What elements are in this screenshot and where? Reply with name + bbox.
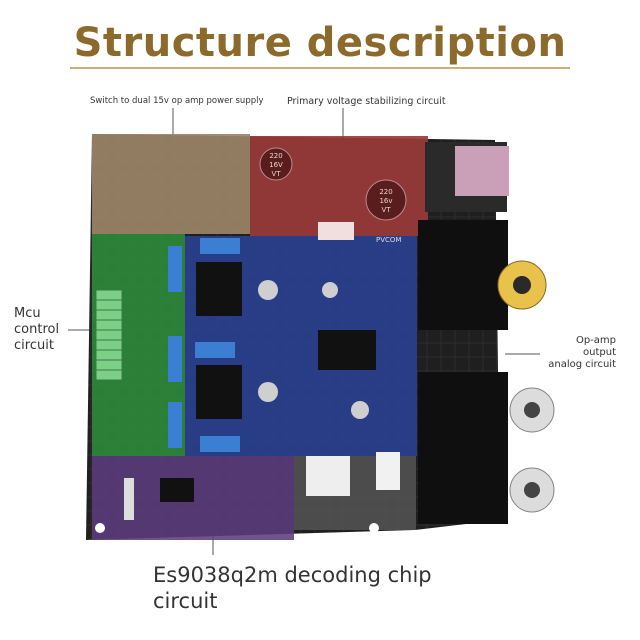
cap1-label: 220 <box>269 152 282 160</box>
svg-text:16v: 16v <box>379 197 392 205</box>
power-connector <box>318 222 354 240</box>
transformer-module <box>306 456 350 496</box>
coaxial-jack-housing <box>418 220 508 330</box>
mcu-header-connector <box>95 289 123 381</box>
optical-jack <box>455 146 509 196</box>
pin-header <box>124 478 134 520</box>
rca-jacks-housing <box>418 372 508 524</box>
pvcom-label: PVCOM <box>376 236 401 244</box>
small-capacitor <box>258 280 278 300</box>
page-title: Structure description <box>73 20 567 66</box>
blue-capacitor <box>168 246 182 292</box>
blue-capacitor <box>168 402 182 448</box>
label-switch-power: Switch to dual 15v op amp power supply <box>90 96 264 106</box>
mounting-hole <box>95 523 105 533</box>
label-mcu: Mcu control circuit <box>14 306 60 353</box>
usb-chip <box>160 478 194 502</box>
op-amp-chip <box>196 365 242 419</box>
small-capacitor <box>258 382 278 402</box>
switch-power-zone <box>92 134 250 234</box>
label-op-amp: Op-amp output analog circuit <box>548 335 616 370</box>
small-capacitor <box>351 401 369 419</box>
dac-chip <box>318 330 376 370</box>
cap2-label: 220 <box>379 188 392 196</box>
label-decoding-chip: Es9038q2m decoding chip circuit <box>153 563 432 613</box>
mounting-hole <box>369 523 379 533</box>
electrolytic-capacitor <box>259 147 293 181</box>
small-capacitor <box>322 282 338 298</box>
blue-capacitor <box>200 436 240 452</box>
svg-text:VT: VT <box>271 170 281 178</box>
svg-text:16V: 16V <box>269 161 283 169</box>
electrolytic-capacitor <box>365 179 407 221</box>
label-primary-voltage: Primary voltage stabilizing circuit <box>287 96 446 107</box>
blue-capacitor <box>195 342 235 358</box>
op-amp-chip <box>196 262 242 316</box>
signal-connector <box>376 452 400 490</box>
title-underline <box>70 67 570 69</box>
blue-capacitor <box>168 336 182 382</box>
svg-text:VT: VT <box>381 206 391 214</box>
blue-capacitor <box>200 238 240 254</box>
